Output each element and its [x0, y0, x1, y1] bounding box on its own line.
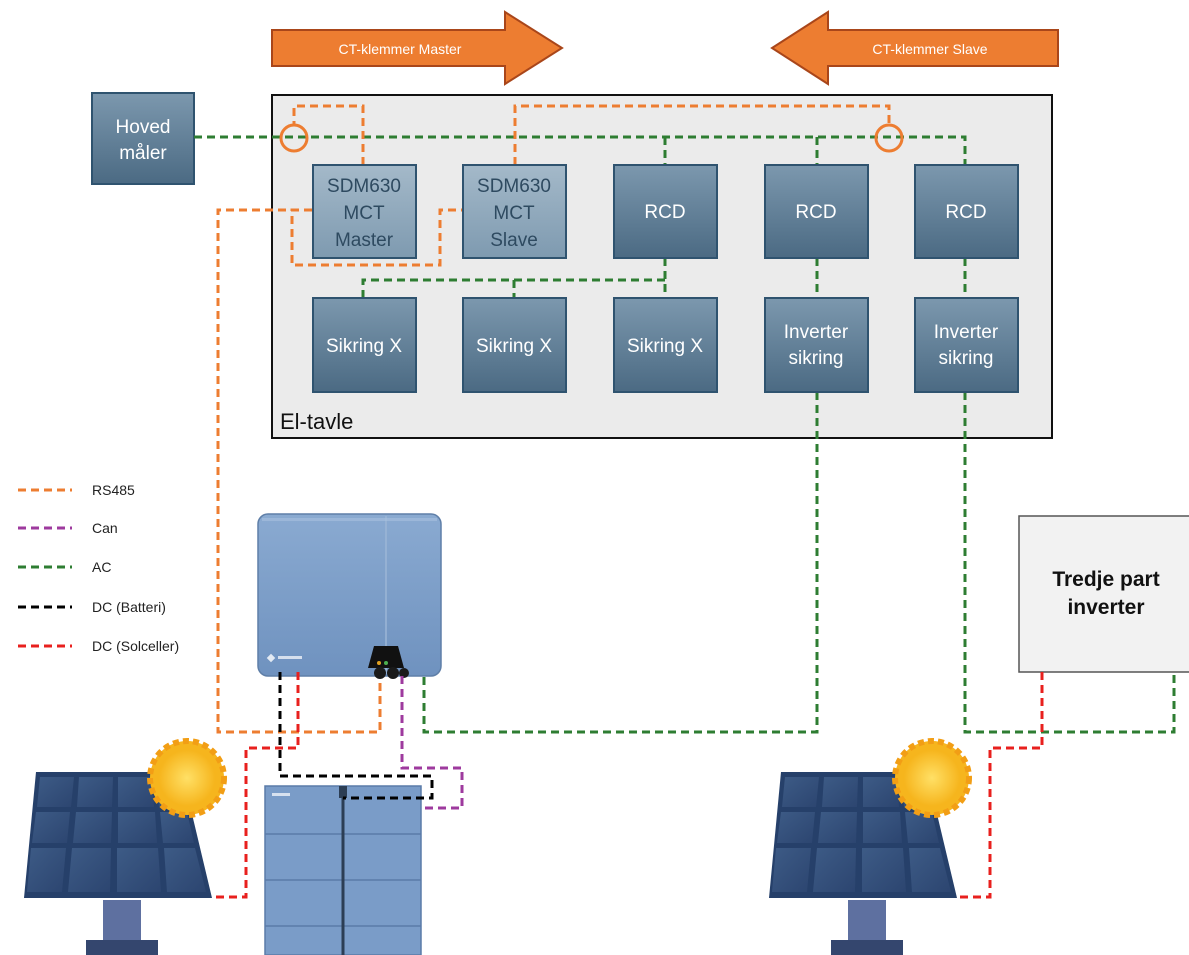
- third-party-inverter-line2: inverter: [1067, 596, 1144, 619]
- rcd-3-label: RCD: [945, 202, 986, 223]
- main-meter: Hoved måler: [91, 92, 195, 185]
- hybrid-inverter: [257, 513, 442, 679]
- sdm630-slave-line1: SDM630: [477, 176, 551, 197]
- sun-icon-left: [147, 738, 227, 818]
- rcd-2-label: RCD: [795, 202, 836, 223]
- sdm630-slave: SDM630 MCT Slave: [462, 164, 567, 259]
- ct-arrow-slave: CT-klemmer Slave: [770, 10, 1059, 86]
- fuse-1: Sikring X: [312, 297, 417, 393]
- rcd-2: RCD: [764, 164, 869, 259]
- el-tavle-label: El-tavle: [280, 409, 353, 434]
- sdm630-slave-line2: MCT: [493, 203, 535, 224]
- main-meter-line1: Hoved: [116, 117, 171, 138]
- ct-clamp-slave: [874, 123, 904, 153]
- inverter-fuse-1: Inverter sikring: [764, 297, 869, 393]
- sdm630-master-line3: Master: [335, 230, 394, 251]
- rcd-3: RCD: [914, 164, 1019, 259]
- ct-arrow-slave-label: CT-klemmer Slave: [872, 41, 987, 57]
- sdm630-master: SDM630 MCT Master: [312, 164, 417, 259]
- ct-arrow-master-label: CT-klemmer Master: [339, 41, 462, 57]
- sun-icon-right: [892, 738, 972, 818]
- third-party-inverter: Tredje part inverter: [1018, 515, 1189, 673]
- legend: RS485 Can AC DC (Batteri) DC (Solceller): [18, 482, 179, 654]
- fuse-2-label: Sikring X: [476, 336, 552, 357]
- inverter-fuse-2-line2: sikring: [939, 348, 994, 369]
- sdm630-master-line1: SDM630: [327, 176, 401, 197]
- legend-label-rs485: RS485: [92, 482, 135, 498]
- fuse-1-label: Sikring X: [326, 336, 402, 357]
- inverter-fuse-2-line1: Inverter: [934, 322, 999, 343]
- battery-logo-icon: [272, 793, 290, 796]
- dc-solar-wiring: [214, 672, 1044, 899]
- inverter-fuse-1-line1: Inverter: [784, 322, 849, 343]
- rcd-1-label: RCD: [644, 202, 685, 223]
- ct-arrow-master: CT-klemmer Master: [271, 10, 564, 86]
- inverter-fuse-2: Inverter sikring: [914, 297, 1019, 393]
- battery-stack: [264, 785, 422, 955]
- rcd-1: RCD: [613, 164, 718, 259]
- legend-label-ac: AC: [92, 559, 111, 575]
- third-party-inverter-line1: Tredje part: [1052, 568, 1159, 591]
- sdm630-master-line2: MCT: [343, 203, 385, 224]
- legend-label-can: Can: [92, 520, 118, 536]
- fuse-2: Sikring X: [462, 297, 567, 393]
- main-meter-line2: måler: [119, 143, 167, 164]
- fuse-3-label: Sikring X: [627, 336, 703, 357]
- ct-clamp-master: [279, 123, 309, 153]
- rs485-wiring: [216, 104, 891, 734]
- inverter-logo-icon: [266, 653, 302, 663]
- sdm630-slave-line3: Slave: [490, 230, 538, 251]
- legend-label-dc-battery: DC (Batteri): [92, 599, 166, 615]
- inverter-connector-icon: [368, 646, 409, 679]
- dc-battery-wiring: [278, 672, 434, 800]
- ac-wiring: [194, 135, 1176, 734]
- fuse-3: Sikring X: [613, 297, 718, 393]
- inverter-fuse-1-line2: sikring: [789, 348, 844, 369]
- legend-label-dc-solar: DC (Solceller): [92, 638, 179, 654]
